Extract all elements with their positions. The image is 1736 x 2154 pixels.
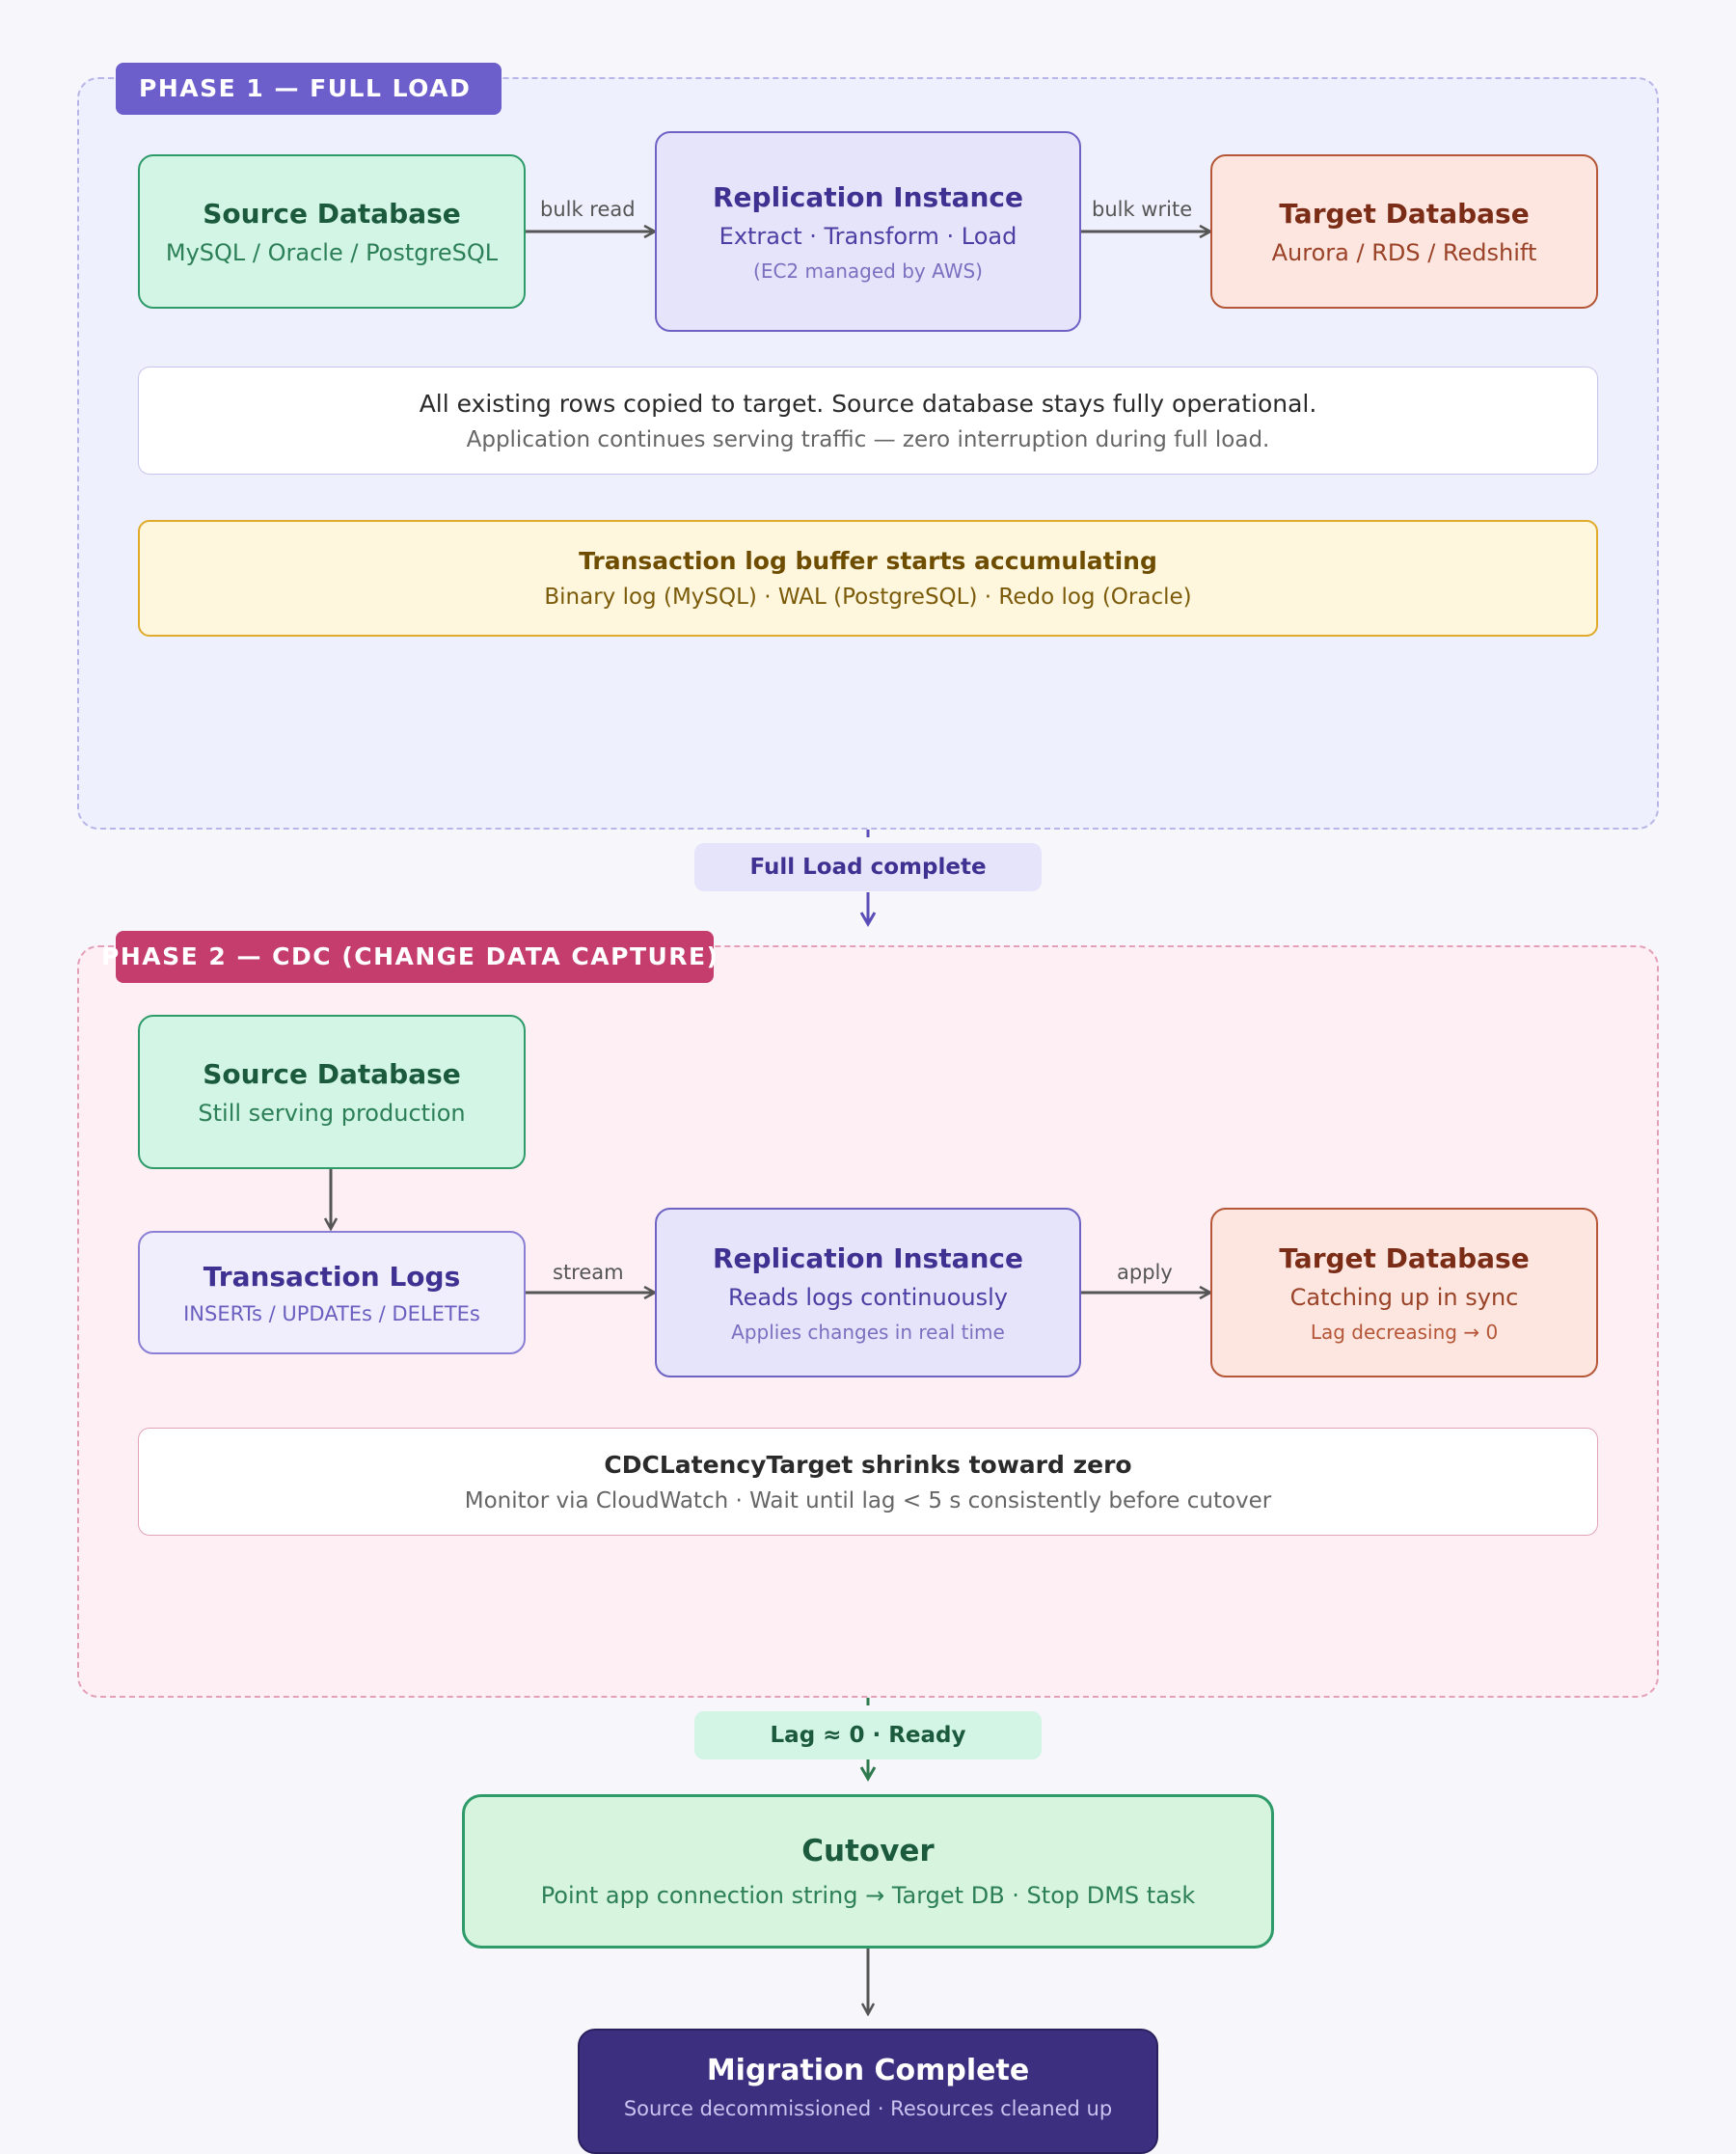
node-title: Cutover [801, 1834, 935, 1868]
node-subtitle: Catching up in sync [1289, 1283, 1519, 1311]
phase1-source-db-node: Source Database MySQL / Oracle / Postgre… [138, 154, 526, 309]
node-title: Source Database [203, 197, 461, 230]
phase2-target-db-node: Target Database Catching up in sync Lag … [1210, 1208, 1598, 1377]
phase2-latency-note: CDCLatencyTarget shrinks toward zero Mon… [138, 1428, 1598, 1536]
note-line1: All existing rows copied to target. Sour… [419, 389, 1317, 418]
node-title: Source Database [203, 1057, 461, 1090]
node-title: Target Database [1279, 1241, 1530, 1274]
phase2-label: PHASE 2 — CDC (CHANGE DATA CAPTURE) [101, 931, 718, 983]
node-subtitle: Reads logs continuously [727, 1283, 1008, 1311]
node-title: Migration Complete [706, 2054, 1030, 2087]
node-title: Replication Instance [713, 1241, 1023, 1274]
phase1-buffer-note: Transaction log buffer starts accumulati… [138, 520, 1598, 637]
phase1-info-note: All existing rows copied to target. Sour… [138, 367, 1598, 475]
note-line1: Transaction log buffer starts accumulati… [579, 547, 1157, 575]
node-note: Lag decreasing → 0 [1310, 1320, 1499, 1344]
node-subtitle: Extract · Transform · Load [719, 222, 1017, 250]
phase1-label: PHASE 1 — FULL LOAD [116, 63, 502, 115]
edge-label-bulk-read: bulk read [540, 198, 636, 221]
phase2-replication-node: Replication Instance Reads logs continuo… [655, 1208, 1081, 1377]
phase1-replication-node: Replication Instance Extract · Transform… [655, 131, 1081, 332]
status-full-load-complete: Full Load complete [694, 843, 1042, 891]
node-subtitle: MySQL / Oracle / PostgreSQL [165, 238, 499, 266]
phase2-transaction-logs-node: Transaction Logs INSERTs / UPDATEs / DEL… [138, 1231, 526, 1354]
node-note: (EC2 managed by AWS) [753, 259, 983, 283]
node-title: Target Database [1279, 197, 1530, 230]
node-subtitle: Still serving production [198, 1099, 466, 1127]
phase2-source-db-node: Source Database Still serving production [138, 1015, 526, 1169]
status-lag-ready: Lag ≈ 0 · Ready [694, 1711, 1042, 1759]
node-title: Transaction Logs [203, 1260, 461, 1293]
edge-label-apply: apply [1117, 1261, 1173, 1284]
phase1-target-db-node: Target Database Aurora / RDS / Redshift [1210, 154, 1598, 309]
node-subtitle: INSERTs / UPDATEs / DELETEs [183, 1301, 480, 1325]
migration-complete-node: Migration Complete Source decommissioned… [578, 2029, 1158, 2154]
note-line2: Application continues serving traffic — … [466, 426, 1270, 452]
node-title: Replication Instance [713, 180, 1023, 213]
edge-label-stream: stream [553, 1261, 624, 1284]
node-subtitle: Point app connection string → Target DB … [540, 1882, 1196, 1909]
node-subtitle: Source decommissioned · Resources cleane… [623, 2097, 1113, 2120]
note-line2: Binary log (MySQL) · WAL (PostgreSQL) · … [544, 585, 1192, 610]
node-note: Applies changes in real time [731, 1320, 1005, 1344]
node-subtitle: Aurora / RDS / Redshift [1271, 238, 1537, 266]
cutover-node: Cutover Point app connection string → Ta… [462, 1794, 1274, 1949]
edge-label-bulk-write: bulk write [1092, 198, 1193, 221]
note-line1: CDCLatencyTarget shrinks toward zero [604, 1450, 1132, 1479]
note-line2: Monitor via CloudWatch · Wait until lag … [464, 1487, 1272, 1513]
